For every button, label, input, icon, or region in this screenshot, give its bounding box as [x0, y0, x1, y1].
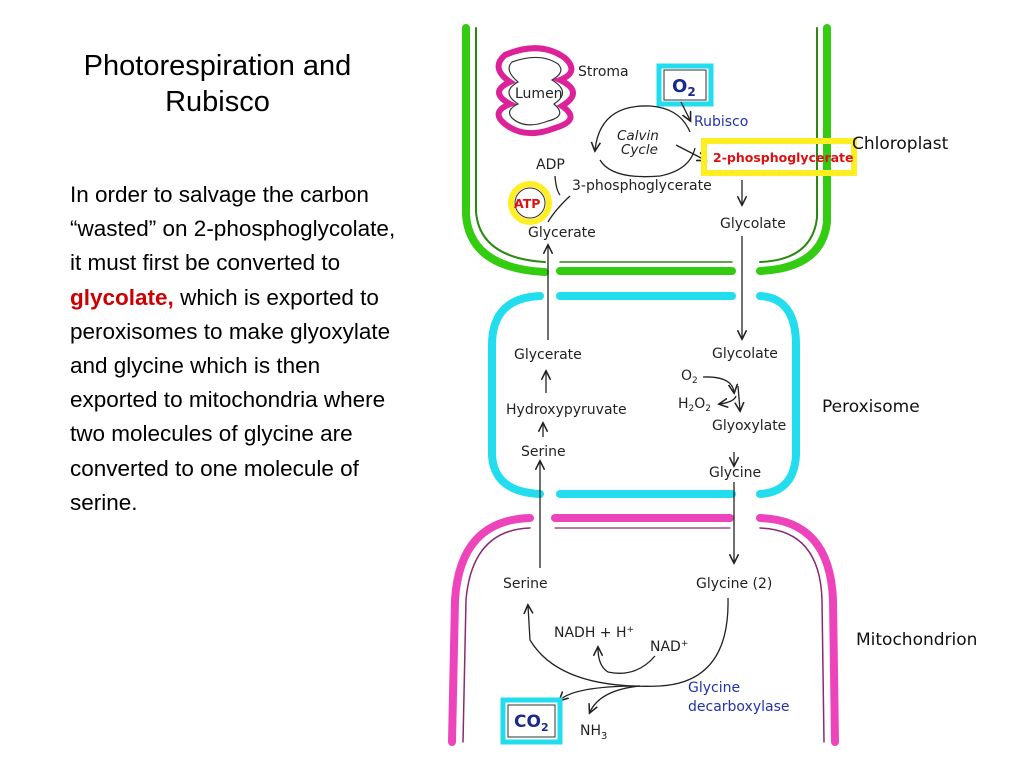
mitochondrion-membrane-right-inner: [759, 527, 825, 743]
slide-body-text: In order to salvage the carbon “wasted” …: [70, 178, 410, 520]
h2o2-out-arrow: [720, 395, 737, 404]
peroxisome-membrane-right-top: [756, 292, 800, 349]
chloroplast-membrane: [462, 24, 831, 276]
adp-label: ADP: [536, 157, 565, 173]
2-phosphoglycerate-label: 2-phosphoglycerate: [713, 150, 854, 165]
calvin-label-line1: Calvin: [617, 128, 659, 144]
calvin-cycle-arc-bottom: [599, 147, 696, 178]
glyoxylate-label: Glyoxylate: [712, 418, 786, 434]
nad-to-nadh-arrow: [598, 648, 656, 674]
peroxisome-label: Peroxisome: [822, 397, 920, 417]
chloroplast-membrane-left-inner: [475, 27, 546, 263]
glycine-decarboxylase-label-line2: decarboxylase: [688, 699, 790, 715]
chloroplast-membrane-right-inner: [759, 27, 818, 263]
chloroplast-membrane-left: [462, 24, 549, 276]
nh3-label: NH3: [580, 723, 607, 742]
peroxisome-glycine-label: Glycine: [709, 465, 761, 481]
glycolate-to-glyoxylate-arrow: [738, 385, 740, 410]
stroma-label: Stroma: [578, 64, 629, 80]
peroxisome-serine-label: Serine: [521, 444, 566, 460]
glycine-2-label: Glycine (2): [696, 576, 772, 592]
atp-label: ATP: [514, 196, 540, 211]
2pg-highlight-box: [701, 138, 857, 176]
chloroplast-glycerate-label: Glycerate: [528, 225, 596, 241]
atp-inner-circle: [514, 187, 546, 219]
body-text-before: In order to salvage the carbon “wasted” …: [70, 182, 396, 276]
peroxisome-membrane-left: [488, 341, 544, 498]
nh3-release-arrow: [590, 685, 641, 712]
thylakoid-icon: [495, 45, 576, 137]
peroxisome-membrane-left-top: [488, 292, 544, 349]
hydroxypyruvate-label: Hydroxypyruvate: [506, 402, 627, 418]
3-phosphoglycerate-label: 3-phosphoglycerate: [572, 178, 712, 194]
o2-box: [656, 63, 714, 107]
rubisco-to-2pg-arrow: [675, 144, 705, 160]
glycine-decarboxylation-curve: [528, 597, 729, 687]
peroxisome-membrane: [488, 292, 800, 498]
slide-title: Photorespiration and Rubisco: [83, 50, 352, 118]
lumen-label: Lumen: [515, 86, 563, 102]
co2-box-inner: [507, 704, 556, 738]
co2-box-label: CO2: [514, 712, 549, 734]
peroxisome-o2-label: O2: [681, 368, 698, 386]
o2-box-inner: [663, 69, 707, 101]
co2-box: [500, 697, 563, 745]
peroxisome-membrane-right: [756, 341, 800, 498]
chloroplast-label: Chloroplast: [852, 134, 949, 154]
mitochondrion-membrane-right: [756, 514, 839, 746]
thylakoid-inner: [508, 56, 564, 126]
atp-highlight-circle: [508, 181, 552, 225]
adp-curve: [554, 175, 561, 196]
o2-in-arrow: [702, 376, 734, 392]
h2o2-label: H2O2: [678, 396, 711, 414]
mitochondrion-serine-label: Serine: [503, 576, 548, 592]
rubisco-label: Rubisco: [694, 114, 748, 130]
mitochondrion-label: Mitochondrion: [856, 630, 977, 650]
calvin-cycle-arc-top: [595, 105, 691, 150]
mitochondrion-membrane: [448, 514, 839, 746]
chloroplast-membrane-right: [756, 24, 831, 275]
body-text-after: which is exported to peroxisomes to make…: [70, 284, 391, 515]
peroxisome-glycolate-label: Glycolate: [712, 346, 778, 362]
calvin-label-line2: Cycle: [621, 142, 658, 158]
o2-to-rubisco-arrow: [680, 101, 690, 120]
peroxisome-glycerate-label: Glycerate: [514, 347, 582, 363]
mitochondrion-membrane-left-inner: [462, 527, 531, 743]
mitochondrion-membrane-left: [448, 514, 534, 746]
chloroplast-glycolate-label: Glycolate: [720, 216, 786, 232]
highlight-glycolate: glycolate: [70, 284, 168, 310]
thylakoid-outer: [495, 45, 576, 137]
co2-release-arrow: [560, 685, 641, 700]
o2-box-label: O2: [672, 76, 696, 99]
3pg-to-glycerate-curve: [547, 195, 571, 223]
highlight-comma: ,: [167, 284, 174, 310]
nad-label: NAD+: [650, 639, 688, 655]
nadh-label: NADH + H+: [554, 625, 634, 641]
glycine-decarboxylase-label-line1: Glycine: [688, 680, 740, 696]
